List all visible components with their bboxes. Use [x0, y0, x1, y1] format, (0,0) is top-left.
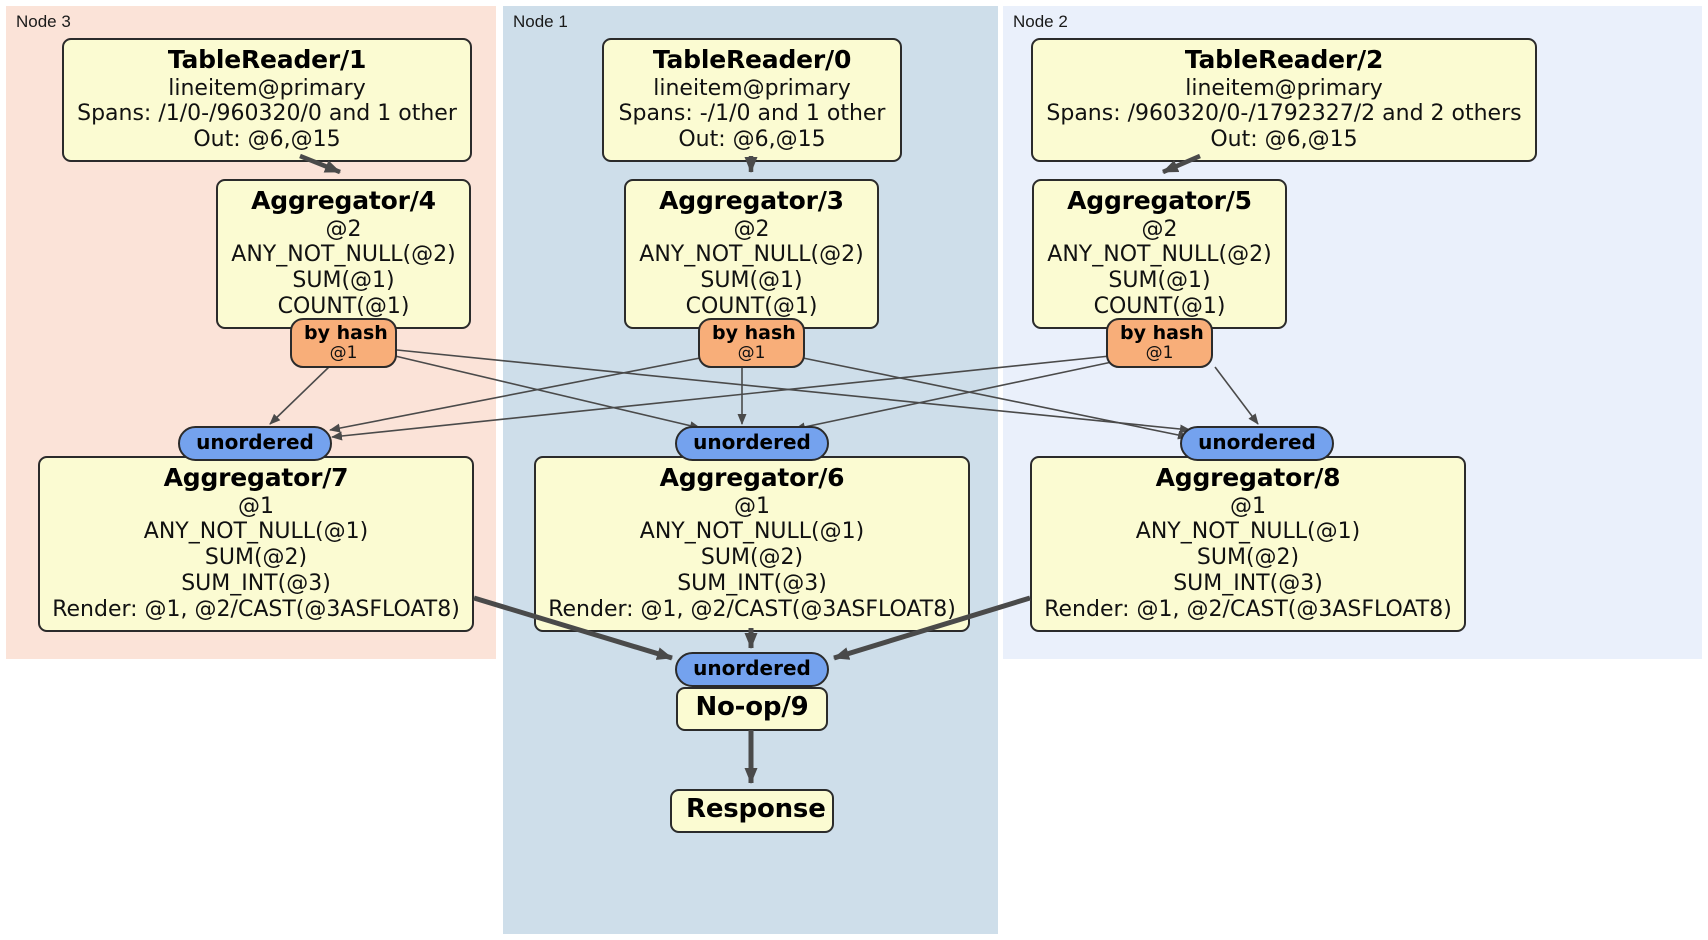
processor-line: Spans: /960320/0-/1792327/2 and 2 others	[1046, 101, 1522, 127]
processor-line: ANY_NOT_NULL(@1)	[143, 519, 369, 545]
processor-line: SUM_INT(@3)	[1173, 571, 1323, 597]
router-badge-label: by hash	[304, 322, 388, 344]
processor-line: lineitem@primary	[1185, 75, 1383, 101]
processor-title: TableReader/2	[1184, 45, 1384, 74]
processor-line: ANY_NOT_NULL(@2)	[1047, 242, 1272, 268]
router-badge-label: by hash	[1120, 322, 1204, 344]
processor-tablereader-0[interactable]: TableReader/0 lineitem@primary Spans: -/…	[602, 38, 902, 163]
processor-aggregator-8[interactable]: Aggregator/8 @1 ANY_NOT_NULL(@1) SUM(@2)…	[1030, 456, 1466, 633]
input-sync-label: unordered	[1198, 430, 1316, 454]
processor-line: @1	[238, 493, 274, 519]
processor-line: lineitem@primary	[168, 75, 366, 101]
processor-aggregator-3[interactable]: Aggregator/3 @2 ANY_NOT_NULL(@2) SUM(@1)…	[624, 179, 879, 330]
processor-line: SUM_INT(@3)	[677, 571, 827, 597]
processor-aggregator-7[interactable]: Aggregator/7 @1 ANY_NOT_NULL(@1) SUM(@2)…	[38, 456, 474, 633]
processor-title: Aggregator/4	[251, 186, 436, 215]
processor-line: Spans: -/1/0 and 1 other	[618, 101, 886, 127]
processor-line: SUM(@1)	[292, 268, 395, 294]
router-badge-label: by hash	[712, 322, 796, 344]
processor-line: @2	[1141, 216, 1178, 242]
processor-title: TableReader/0	[652, 45, 852, 74]
input-sync-badge-unordered-center[interactable]: unordered	[675, 426, 829, 461]
processor-line: SUM(@1)	[700, 268, 803, 294]
processor-response[interactable]: Response	[670, 789, 834, 833]
input-sync-badge-unordered-final[interactable]: unordered	[675, 652, 829, 687]
router-badge-by-hash-left[interactable]: by hash @1	[290, 318, 397, 368]
router-badge-column: @1	[737, 342, 766, 363]
processor-line: @2	[325, 216, 362, 242]
processor-line: SUM(@2)	[1196, 545, 1300, 571]
processor-line: SUM_INT(@3)	[181, 571, 331, 597]
region-node-1-label: Node 1	[513, 12, 568, 31]
processor-aggregator-5[interactable]: Aggregator/5 @2 ANY_NOT_NULL(@2) SUM(@1)…	[1032, 179, 1287, 330]
processor-line: ANY_NOT_NULL(@1)	[639, 519, 865, 545]
processor-line: Render: @1, @2/CAST(@3ASFLOAT8)	[548, 597, 956, 623]
processor-line: Out: @6,@15	[193, 127, 341, 153]
processor-line: @1	[734, 493, 770, 519]
processor-aggregator-6[interactable]: Aggregator/6 @1 ANY_NOT_NULL(@1) SUM(@2)…	[534, 456, 970, 633]
processor-line: SUM(@1)	[1108, 268, 1211, 294]
processor-aggregator-4[interactable]: Aggregator/4 @2 ANY_NOT_NULL(@2) SUM(@1)…	[216, 179, 471, 330]
processor-title: Aggregator/3	[659, 186, 844, 215]
processor-line: COUNT(@1)	[277, 294, 410, 320]
processor-title: Aggregator/5	[1067, 186, 1252, 215]
region-node-3-label: Node 3	[16, 12, 71, 31]
processor-title: Response	[686, 794, 826, 824]
processor-line: SUM(@2)	[204, 545, 308, 571]
processor-line: @2	[733, 216, 770, 242]
processor-line: Out: @6,@15	[678, 127, 826, 153]
processor-line: SUM(@2)	[700, 545, 804, 571]
processor-line: ANY_NOT_NULL(@2)	[639, 242, 864, 268]
router-badge-column: @1	[329, 342, 358, 363]
region-node-2-label: Node 2	[1013, 12, 1068, 31]
processor-line: ANY_NOT_NULL(@1)	[1135, 519, 1361, 545]
router-badge-by-hash-right[interactable]: by hash @1	[1106, 318, 1213, 368]
processor-title: Aggregator/7	[163, 463, 349, 492]
router-badge-column: @1	[1145, 342, 1174, 363]
router-badge-by-hash-center[interactable]: by hash @1	[698, 318, 805, 368]
processor-line: COUNT(@1)	[685, 294, 818, 320]
processor-line: Spans: /1/0-/960320/0 and 1 other	[77, 101, 457, 127]
processor-line: lineitem@primary	[653, 75, 851, 101]
processor-title: No-op/9	[695, 692, 809, 722]
input-sync-badge-unordered-left[interactable]: unordered	[178, 426, 332, 461]
processor-line: COUNT(@1)	[1093, 294, 1226, 320]
processor-line: @1	[1230, 493, 1266, 519]
input-sync-label: unordered	[196, 430, 314, 454]
processor-tablereader-2[interactable]: TableReader/2 lineitem@primary Spans: /9…	[1031, 38, 1537, 163]
input-sync-badge-unordered-right[interactable]: unordered	[1180, 426, 1334, 461]
processor-title: Aggregator/6	[659, 463, 845, 492]
processor-title: TableReader/1	[167, 45, 367, 74]
processor-line: Out: @6,@15	[1210, 127, 1358, 153]
processor-title: Aggregator/8	[1155, 463, 1341, 492]
processor-tablereader-1[interactable]: TableReader/1 lineitem@primary Spans: /1…	[62, 38, 472, 163]
processor-line: ANY_NOT_NULL(@2)	[231, 242, 456, 268]
input-sync-label: unordered	[693, 656, 811, 680]
input-sync-label: unordered	[693, 430, 811, 454]
processor-line: Render: @1, @2/CAST(@3ASFLOAT8)	[1044, 597, 1452, 623]
processor-no-op-9[interactable]: No-op/9	[676, 687, 828, 731]
processor-line: Render: @1, @2/CAST(@3ASFLOAT8)	[52, 597, 460, 623]
